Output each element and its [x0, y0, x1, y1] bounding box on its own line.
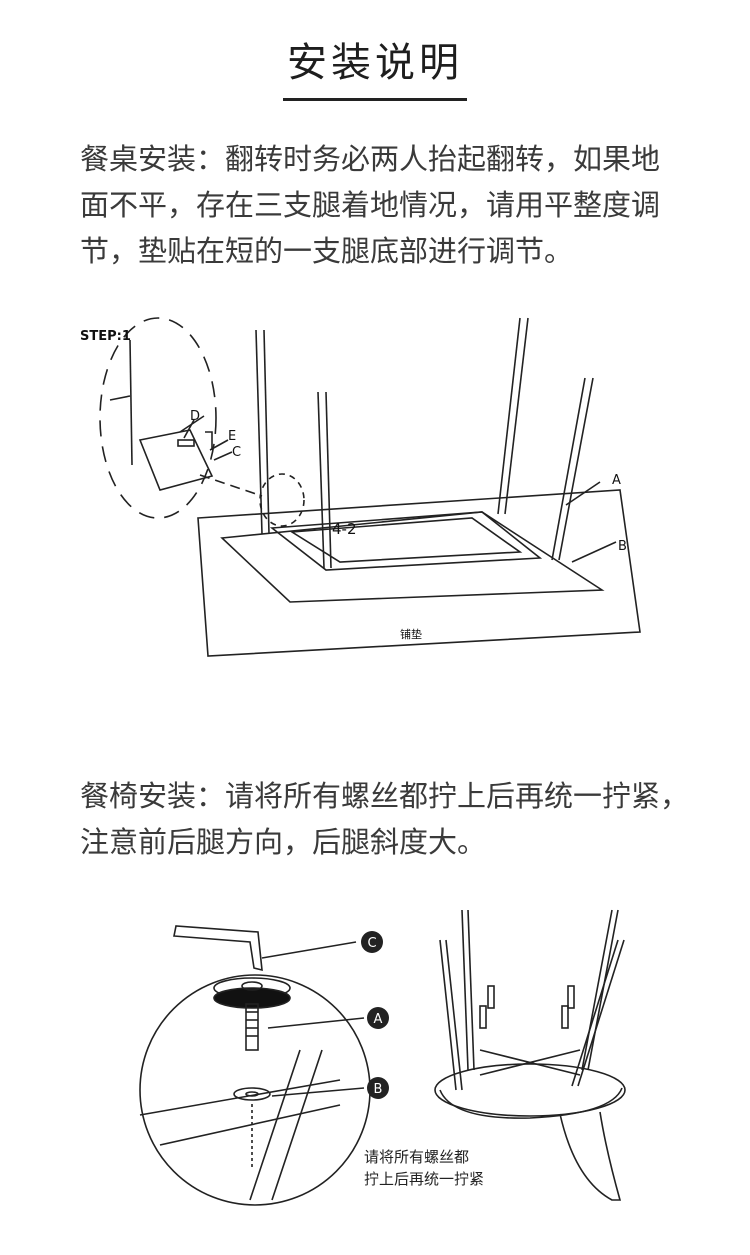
chair-instructions: 餐椅安装：请将所有螺丝都拧上后再统一拧紧， 注意前后腿方向，后腿斜度大。	[80, 773, 690, 865]
table-instruction-line: 面不平，存在三支腿着地情况，请用平整度调	[80, 188, 661, 222]
chair-seat	[434, 1063, 626, 1117]
zoom-circle	[99, 317, 217, 519]
mat-outline	[197, 489, 641, 657]
chair-note-line2: 拧上后再统一拧紧	[364, 1170, 484, 1188]
label-c: C	[367, 936, 376, 951]
part-d-label: D	[190, 409, 200, 424]
chair-instruction-line: 注意前后腿方向，后腿斜度大。	[80, 825, 487, 859]
zoom-target-circle	[259, 473, 305, 527]
marker-c	[361, 931, 383, 953]
table-instructions: 餐桌安装：翻转时务必两人抬起翻转，如果地 面不平，存在三支腿着地情况，请用平整度…	[80, 136, 690, 274]
chair-assembly-diagram: C A B 请将所有螺丝都 拧上后再统一拧紧	[139, 909, 626, 1206]
table-instruction-line: 节，垫贴在短的一支腿底部进行调节。	[80, 234, 574, 268]
part-c-label: C	[232, 445, 241, 460]
chair-note-line1: 请将所有螺丝都	[364, 1148, 469, 1166]
table-instruction-line: 餐桌安装：翻转时务必两人抬起翻转，如果地	[80, 142, 661, 176]
part-number-label: 4-2	[332, 520, 357, 538]
marker-a	[367, 1007, 389, 1029]
part-e-label: E	[228, 429, 236, 444]
mat-label: 铺垫	[400, 627, 422, 641]
hex-key	[173, 925, 263, 972]
chair-instruction-line: 餐椅安装：请将所有螺丝都拧上后再统一拧紧，	[80, 779, 690, 813]
marker-b	[367, 1077, 389, 1099]
table-top	[220, 511, 605, 603]
part-b-label: B	[618, 539, 627, 554]
apron-frame	[269, 511, 543, 571]
title-wrap: 安装说明	[0, 30, 750, 101]
table-assembly-diagram: STEP:1 D E C A B 4-2 铺垫	[80, 317, 641, 657]
page-title: 安装说明	[283, 30, 467, 101]
part-a-label: A	[612, 473, 621, 488]
label-b: B	[374, 1082, 383, 1097]
washer	[233, 1087, 271, 1101]
label-a: A	[374, 1012, 383, 1027]
bolt	[245, 1003, 259, 1051]
step-label: STEP:1	[80, 329, 131, 344]
